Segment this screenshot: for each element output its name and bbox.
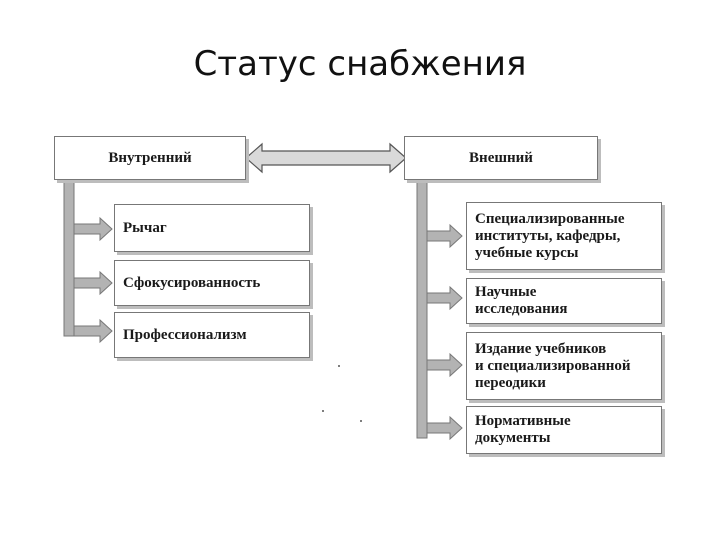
internal-item-box: Сфокусированность (114, 260, 310, 306)
slide-title: Статус снабжения (193, 44, 527, 84)
internal-header-box: Внутренний (54, 136, 246, 180)
internal-item-box: Профессионализм (114, 312, 310, 358)
external-item-box: Специализированные институты, кафедры, у… (466, 202, 662, 270)
external-header-box: Внешний (404, 136, 598, 180)
left-branch-arrows (73, 216, 113, 344)
branch-arrow (73, 270, 113, 296)
left-trunk (63, 179, 75, 337)
branch-arrow (426, 223, 463, 249)
branch-arrow (73, 216, 113, 242)
branch-arrow (426, 352, 463, 378)
internal-header-label: Внутренний (108, 149, 192, 166)
internal-item-label: Сфокусированность (123, 274, 261, 291)
external-item-label: Нормативные документы (475, 413, 571, 446)
external-item-label: Издание учебников и специализированной п… (475, 340, 631, 391)
external-item-label: Научные исследования (475, 284, 568, 317)
scan-speck (338, 365, 340, 367)
external-item-label: Специализированные институты, кафедры, у… (475, 210, 625, 261)
internal-item-box: Рычаг (114, 204, 310, 252)
branch-arrow (426, 285, 463, 311)
scan-speck (360, 420, 362, 422)
branch-arrow (426, 415, 463, 441)
branch-arrow (73, 318, 113, 344)
internal-item-label: Рычаг (123, 219, 167, 236)
external-item-box: Издание учебников и специализированной п… (466, 332, 662, 400)
external-item-box: Научные исследования (466, 278, 662, 324)
scan-speck (322, 410, 324, 412)
right-branch-arrows (426, 223, 463, 441)
right-trunk (416, 179, 428, 439)
internal-item-label: Профессионализм (123, 326, 247, 343)
external-header-label: Внешний (469, 149, 533, 166)
external-item-box: Нормативные документы (466, 406, 662, 454)
double-arrow (245, 142, 407, 174)
